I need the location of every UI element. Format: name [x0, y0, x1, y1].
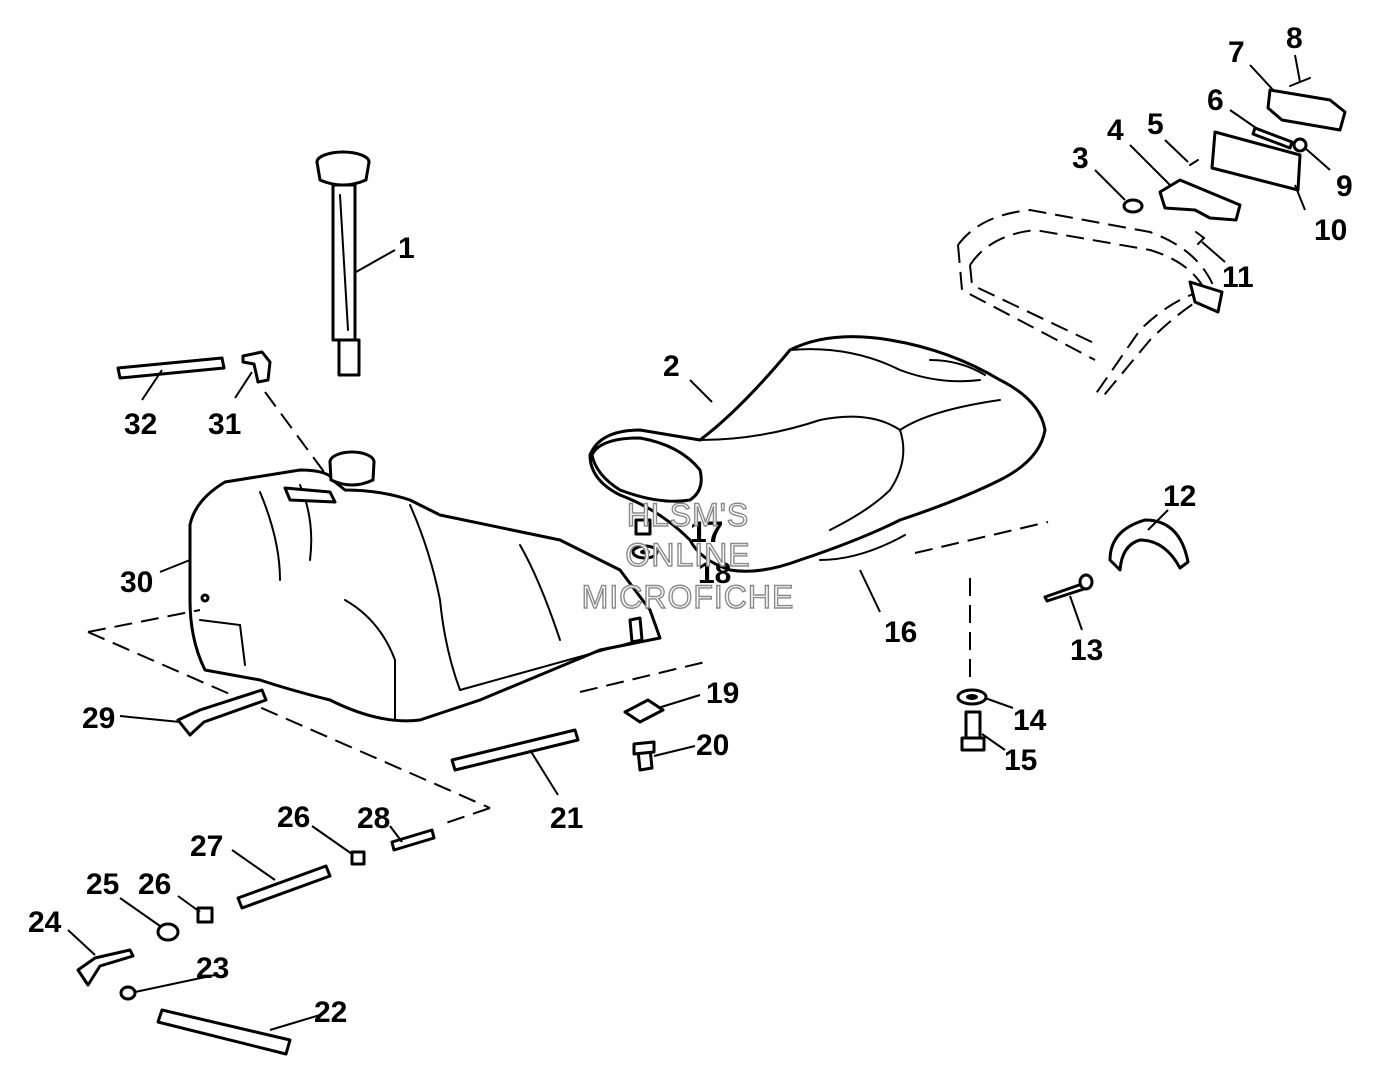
callout-22: 22 [314, 996, 347, 1029]
washer-part-18 [631, 544, 659, 560]
screw-part-5 [1189, 159, 1199, 166]
callout-8: 8 [1286, 22, 1303, 55]
callout-2: 2 [663, 350, 680, 383]
washer-part-3 [1122, 198, 1144, 214]
bracket-part-12 [1108, 518, 1190, 572]
fitting-part-26-b [196, 906, 214, 924]
rail-part-21 [450, 728, 580, 772]
clip-part-11 [1195, 231, 1206, 245]
hose-part-32 [116, 356, 226, 380]
callout-32: 32 [124, 408, 157, 441]
callout-29: 29 [82, 702, 115, 735]
watermark-line-2: ONLINE [625, 537, 750, 573]
callout-16: 16 [884, 616, 917, 649]
callout-6: 6 [1207, 84, 1224, 117]
callout-30: 30 [120, 566, 153, 599]
valve-part-24 [76, 948, 135, 987]
callout-17: 17 [690, 516, 723, 549]
clamp-part-25 [156, 922, 180, 942]
callout-4: 4 [1107, 114, 1124, 147]
callout-21: 21 [550, 802, 583, 835]
callout-13: 13 [1070, 634, 1103, 667]
fuel-tank-part-30 [87, 450, 662, 826]
fuel-sender-part-1 [315, 150, 371, 377]
callout-9: 9 [1336, 170, 1353, 203]
callout-12: 12 [1163, 480, 1196, 513]
bolt-part-20 [632, 740, 656, 772]
seat-part-2 [588, 335, 1049, 573]
hose-part-22 [156, 1008, 292, 1056]
lens-gasket-part-6 [1251, 126, 1294, 150]
hose-part-27 [236, 864, 332, 910]
bulb-part-9 [1292, 137, 1308, 153]
callout-26-b: 26 [277, 801, 310, 834]
rear-rack-outline [957, 208, 1224, 401]
petcock-part-29 [176, 688, 268, 737]
washer-part-14 [956, 578, 988, 706]
callout-15: 15 [1004, 744, 1037, 777]
callout-3: 3 [1072, 142, 1089, 175]
callout-24: 24 [28, 906, 62, 939]
callout-27: 27 [190, 830, 223, 863]
callout-23: 23 [196, 952, 229, 985]
bolt-part-15 [960, 710, 986, 752]
cap-part-23 [119, 985, 137, 1001]
callout-11: 11 [1222, 261, 1254, 294]
callout-labels: 1 2 3 4 5 6 7 8 9 10 11 12 13 14 15 16 1… [28, 22, 1353, 1029]
bolt-part-13 [1043, 573, 1094, 603]
bracket-part-4 [1158, 178, 1242, 222]
fitting-part-26-a [350, 850, 366, 866]
callout-25: 25 [86, 868, 119, 901]
callout-5: 5 [1147, 108, 1164, 141]
leader-lines [67, 54, 1331, 1031]
callout-10: 10 [1314, 214, 1347, 247]
watermark-line-3: MICROFICHE [582, 579, 795, 615]
callout-19: 19 [706, 677, 739, 710]
callout-31: 31 [208, 408, 241, 441]
washer-part-19 [579, 661, 706, 724]
fitting-part-28 [390, 828, 436, 852]
watermark: HLSM'S ONLINE MICROFICHE [581, 496, 795, 615]
callout-20: 20 [696, 729, 729, 762]
callout-14: 14 [1013, 704, 1047, 737]
callout-28: 28 [357, 802, 390, 835]
taillight-lens-part-7 [1266, 88, 1347, 132]
bolt-part-17 [634, 518, 652, 536]
fitting-part-31 [241, 350, 331, 481]
callout-26-a: 26 [138, 868, 171, 901]
callout-1: 1 [398, 232, 415, 265]
callout-18: 18 [698, 557, 731, 590]
watermark-line-1: HLSM'S [627, 497, 749, 533]
callout-7: 7 [1228, 36, 1245, 69]
